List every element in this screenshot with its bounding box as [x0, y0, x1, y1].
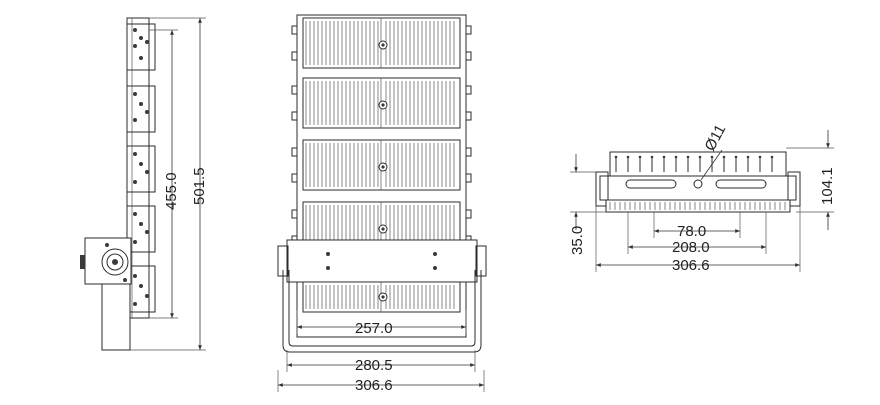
- dim-306-front: 306.6: [277, 370, 485, 394]
- dim-78: 78.0: [653, 212, 741, 240]
- mounting-hole: [693, 179, 703, 189]
- dim-35: 35.0: [569, 154, 606, 255]
- side-fasteners: [133, 28, 149, 306]
- top-lens-ribs: [609, 202, 786, 210]
- dim-257-label: 257.0: [355, 320, 393, 337]
- dim-280: 280.5: [286, 350, 476, 374]
- top-lens: [605, 199, 791, 213]
- dim-208-label: 208.0: [672, 239, 710, 256]
- front-view: 257.0 280.5 306.6: [277, 14, 487, 394]
- top-fins: [614, 155, 774, 172]
- side-view: 455.0 501.5: [80, 17, 208, 351]
- dim-501: 501.5: [130, 17, 208, 351]
- front-driver-box: [277, 239, 487, 283]
- dim-501-label: 501.5: [191, 167, 208, 205]
- side-module-tabs: [126, 23, 156, 313]
- dim-280-label: 280.5: [355, 357, 393, 374]
- led-module: [291, 17, 472, 69]
- front-u-bracket: [282, 270, 482, 353]
- dim-455-label: 455.0: [163, 172, 180, 210]
- top-view: Ø11 104.1 35.0 78.0: [569, 122, 836, 274]
- dim-hole-label: Ø11: [702, 122, 730, 154]
- front-modules: [291, 17, 472, 313]
- dim-306-top: 306.6: [595, 206, 801, 274]
- dim-35-label: 35.0: [569, 226, 586, 255]
- dim-306-top-label: 306.6: [672, 257, 710, 274]
- dim-78-label: 78.0: [677, 223, 706, 240]
- dim-455: 455.0: [149, 29, 180, 319]
- dim-257: 257.0: [296, 310, 467, 337]
- led-module: [291, 77, 472, 129]
- led-module: [302, 281, 461, 313]
- dim-208: 208.0: [627, 212, 767, 256]
- dim-104-label: 104.1: [819, 167, 836, 205]
- dim-306-front-label: 306.6: [355, 377, 393, 394]
- led-module: [291, 139, 472, 191]
- side-bracket: [80, 237, 132, 351]
- dim-104: 104.1: [786, 130, 836, 230]
